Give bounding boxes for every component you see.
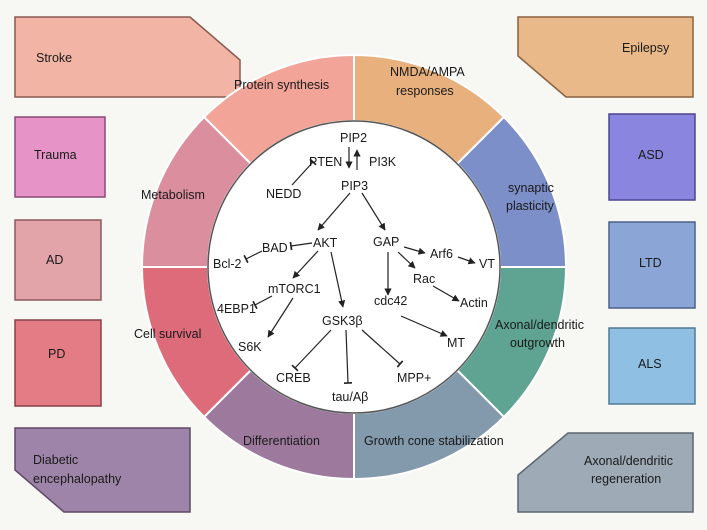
- disease-box-epilepsy: Epilepsy: [517, 16, 694, 98]
- ad-label: AD: [46, 253, 63, 267]
- inhibit-bad-bcl2: [243, 250, 263, 264]
- synaptic-label-line1: synaptic: [508, 181, 554, 195]
- mpp-label: MPP+: [397, 371, 431, 385]
- pathway-labels: PIP2 PTEN PI3K NEDD PIP3 AKT GAP BAD Bcl…: [213, 131, 495, 404]
- creb-label: CREB: [276, 371, 311, 385]
- function-labels: Protein synthesis NMDA/AMPA responses Me…: [134, 65, 584, 448]
- pten-label: PTEN: [309, 155, 342, 169]
- pathway-circle: [207, 120, 501, 414]
- mt-label: MT: [447, 336, 465, 350]
- pathway-arrows: [243, 147, 476, 384]
- bcl2-label: Bcl-2: [213, 257, 242, 271]
- inhibit-nedd-pten: [291, 158, 317, 186]
- disease-box-ltd: LTD: [608, 221, 696, 309]
- disease-box-axonal-regeneration: Axonal/dendritic regeneration: [517, 432, 694, 513]
- gsk3b-label: GSK3β: [322, 314, 363, 328]
- arrow-gap-arf6: [403, 246, 426, 255]
- growth-cone-label: Growth cone stabilization: [364, 434, 504, 448]
- inhibit-akt-bad: [289, 241, 313, 251]
- stroke-label: Stroke: [36, 51, 72, 65]
- epilepsy-label: Epilepsy: [622, 41, 670, 55]
- akt-label: AKT: [313, 236, 338, 250]
- synaptic-label-line2: plasticity: [506, 199, 555, 213]
- disease-box-stroke: Stroke: [14, 16, 241, 98]
- arrow-rac-actin: [432, 285, 460, 302]
- arrow-gap-rac: [397, 251, 416, 269]
- actin-label: Actin: [460, 296, 488, 310]
- protein-synthesis-label: Protein synthesis: [234, 78, 329, 92]
- inhibit-gsk3b-creb: [291, 329, 332, 372]
- outgrowth-label-line1: Axonal/dendritic: [495, 318, 584, 332]
- function-ring: [140, 53, 568, 481]
- tau-abeta-label: tau/Aβ: [332, 390, 368, 404]
- arrow-akt-gsk3b: [330, 251, 346, 308]
- arrow-akt-mtorc1: [292, 250, 319, 279]
- 4ebp1-label: 4EBP1: [217, 302, 256, 316]
- arrow-arf6-vt: [457, 256, 476, 265]
- vt-label: VT: [479, 257, 495, 271]
- inhibit-mtorc1-4ebp1: [252, 295, 273, 310]
- mtorc1-label: mTORC1: [268, 282, 321, 296]
- pip3-label: PIP3: [341, 179, 368, 193]
- disease-box-ad: AD: [14, 219, 102, 301]
- regeneration-label-line2: regeneration: [591, 472, 661, 486]
- outgrowth-label-line2: outgrowth: [510, 336, 565, 350]
- arrow-pip3-gap: [361, 192, 386, 231]
- metabolism-label: Metabolism: [141, 188, 205, 202]
- disease-box-diabetic-encephalopathy: Diabetic encephalopathy: [14, 427, 191, 513]
- rac-label: Rac: [413, 272, 435, 286]
- arrow-pip3-akt: [317, 192, 351, 231]
- nmda-label-line1: NMDA/AMPA: [390, 65, 465, 79]
- inhibit-gsk3b-tau: [343, 329, 353, 384]
- arrow-cdc42-mt: [400, 315, 448, 337]
- s6k-label: S6K: [238, 340, 262, 354]
- bad-label: BAD: [262, 241, 288, 255]
- disease-box-als: ALS: [608, 327, 696, 405]
- cell-survival-label: Cell survival: [134, 327, 201, 341]
- pip2-label: PIP2: [340, 131, 367, 145]
- als-label: ALS: [638, 357, 662, 371]
- inhibit-gsk3b-mpp: [361, 329, 404, 368]
- pd-label: PD: [48, 347, 65, 361]
- differentiation-label: Differentiation: [243, 434, 320, 448]
- diabetic-label-line1: Diabetic: [33, 453, 78, 467]
- regeneration-label-line1: Axonal/dendritic: [584, 454, 673, 468]
- disease-box-pd: PD: [14, 319, 102, 407]
- nedd-label: NEDD: [266, 187, 301, 201]
- gap-label: GAP: [373, 235, 399, 249]
- ltd-label: LTD: [639, 256, 662, 270]
- cdc42-label: cdc42: [374, 294, 407, 308]
- pi3k-label: PI3K: [369, 155, 397, 169]
- disease-box-asd: ASD: [608, 113, 696, 201]
- diabetic-label-line2: encephalopathy: [33, 472, 122, 486]
- trauma-label: Trauma: [34, 148, 77, 162]
- nmda-label-line2: responses: [396, 84, 454, 98]
- arf6-label: Arf6: [430, 247, 453, 261]
- disease-box-trauma: Trauma: [14, 116, 106, 198]
- arrow-mtorc1-s6k: [267, 297, 294, 338]
- asd-label: ASD: [638, 148, 664, 162]
